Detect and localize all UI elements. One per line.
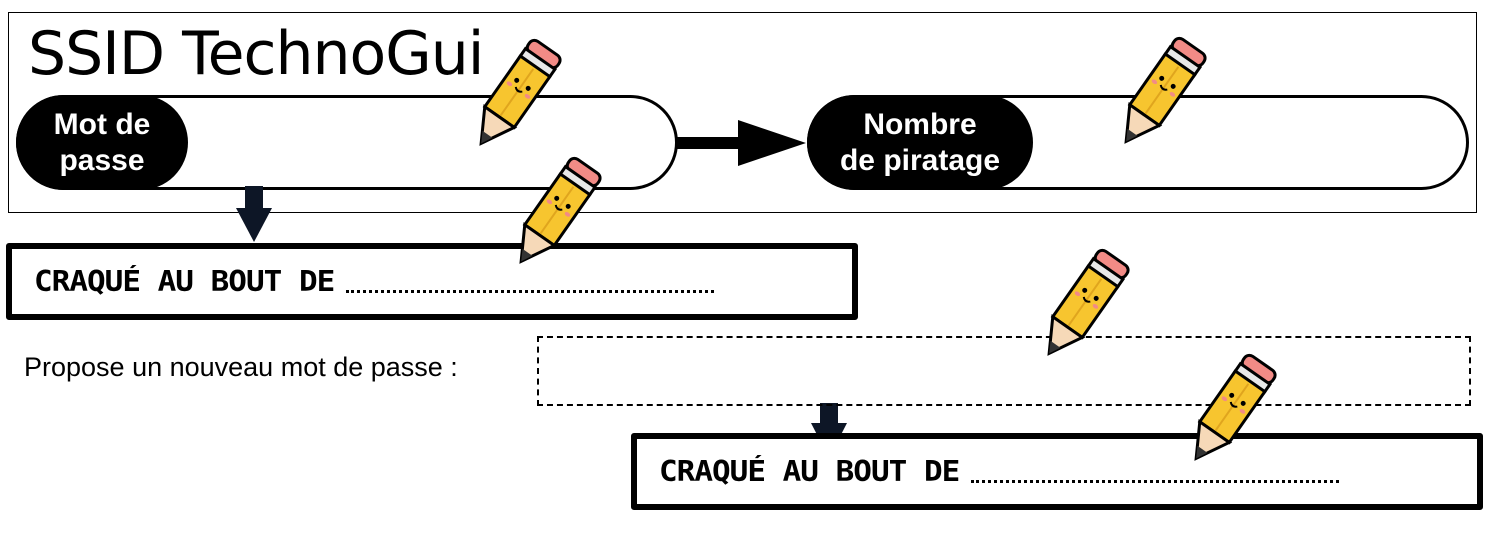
cracked-box-second: CRAQUÉ AU BOUT DE xyxy=(631,433,1483,510)
hack-count-label: Nombre de piratage xyxy=(807,95,1033,190)
hack-count-field[interactable] xyxy=(1040,102,1426,183)
page-title: SSID TechnoGui xyxy=(28,19,484,89)
cracked-answer-line[interactable] xyxy=(971,480,1340,483)
pencil-icon xyxy=(1179,351,1279,471)
cracked-answer-line[interactable] xyxy=(346,290,715,293)
cracked-label: CRAQUÉ AU BOUT DE xyxy=(659,454,960,489)
pencil-icon xyxy=(504,154,604,274)
new-password-input[interactable] xyxy=(537,336,1471,406)
new-password-prompt: Propose un nouveau mot de passe : xyxy=(24,352,458,382)
cracked-label: CRAQUÉ AU BOUT DE xyxy=(34,264,335,299)
password-label: Mot de passe xyxy=(16,95,188,190)
pencil-icon xyxy=(464,36,564,156)
header-frame xyxy=(8,12,1477,213)
pencil-icon xyxy=(1109,34,1209,154)
pencil-icon xyxy=(1032,246,1132,366)
cracked-box-first: CRAQUÉ AU BOUT DE xyxy=(6,243,858,320)
